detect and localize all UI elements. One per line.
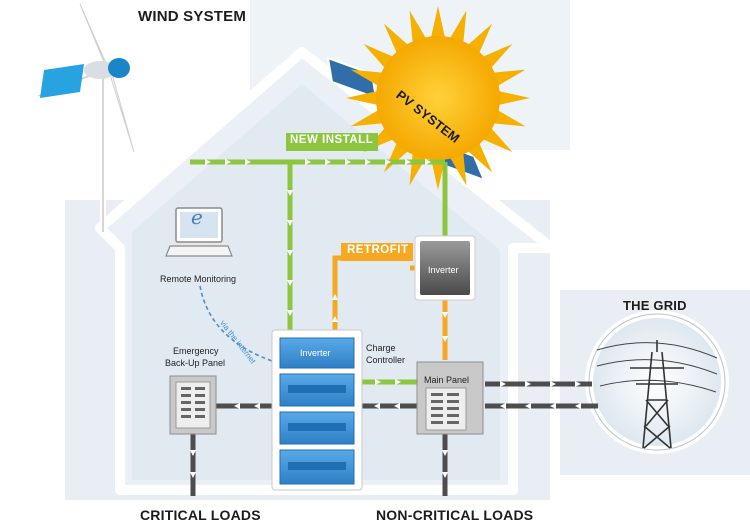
internet-link-dashed	[199, 285, 276, 363]
the-grid-label: THE GRID	[623, 298, 687, 313]
load-wiring-arrows	[190, 381, 581, 478]
sun-ray	[350, 69, 384, 87]
charge-controller-label-2: Controller	[366, 355, 406, 365]
retrofit-tag-bg	[341, 243, 413, 261]
emergency-panel-label-2: Back-Up Panel	[165, 358, 226, 368]
sun-ray	[449, 10, 467, 44]
new-install-arrows	[205, 159, 431, 385]
sun-ray	[481, 127, 513, 153]
sun-ray	[492, 69, 526, 87]
wind-turbine-icon	[37, 3, 135, 232]
main-inverter-label: Inverter	[300, 348, 331, 358]
sun-ray	[409, 10, 427, 44]
sun-ray	[383, 141, 409, 173]
sun-ray	[383, 23, 409, 55]
sun-icon	[346, 6, 530, 190]
sun-ray	[346, 90, 379, 106]
sun-ray	[430, 157, 446, 190]
emergency-panel-box	[169, 375, 217, 435]
sun-ray	[467, 141, 493, 173]
main-panel-box	[416, 361, 484, 435]
new-install-label: NEW INSTALL	[290, 134, 374, 146]
sun-ray	[492, 109, 526, 127]
grid-icon	[585, 310, 729, 454]
non-critical-loads-label: NON-CRITICAL LOADS	[376, 507, 534, 523]
laptop-icon	[165, 207, 233, 257]
retrofit-inverter-box	[414, 235, 476, 301]
sun-ray	[363, 43, 395, 69]
sun-ray	[430, 6, 446, 39]
charge-controller-label-1: Charge	[366, 343, 396, 353]
retrofit-label: RETROFIT	[347, 244, 409, 256]
sun-ray	[481, 43, 513, 69]
main-panel-label: Main Panel	[424, 375, 470, 385]
battery-stack	[271, 329, 363, 491]
sun-ray	[497, 90, 530, 106]
wind-system-label: WIND SYSTEM	[138, 8, 247, 25]
new-install-tag-bg	[286, 133, 378, 151]
sun-ray	[350, 109, 384, 127]
laptop-glyph: e	[191, 205, 203, 229]
emergency-panel-label-1: Emergency	[173, 346, 219, 356]
sun-ray	[467, 23, 493, 55]
remote-monitoring-label: Remote Monitoring	[160, 274, 237, 284]
critical-loads-label: CRITICAL LOADS	[140, 507, 261, 523]
sun-ray	[449, 152, 467, 186]
retrofit-inverter-label: Inverter	[428, 265, 459, 275]
